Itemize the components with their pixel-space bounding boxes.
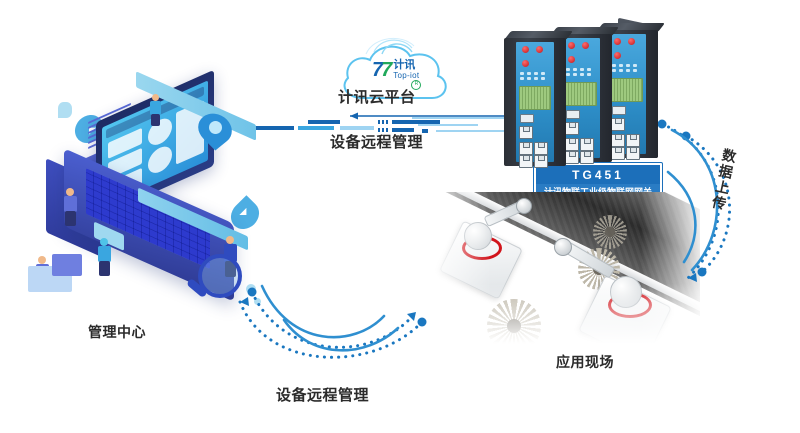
flow-arc-solid (666, 170, 697, 264)
data-upload-flow-arcs (657, 119, 731, 282)
remote-link-bars (222, 112, 522, 136)
flow-arc-solid (260, 284, 386, 339)
cloud-platform-title: 计讯云平台 (338, 89, 416, 106)
gateway-device-stack (500, 17, 680, 180)
logo-cn-text: 计讯 (393, 59, 416, 71)
factory-scene (432, 192, 700, 350)
trademark-icon: R (411, 80, 422, 90)
link-arrow-icon (350, 112, 522, 120)
logo-mark-icon: 77 (372, 59, 392, 81)
code-bubble-icon (52, 254, 82, 276)
cloud-icon (343, 37, 447, 99)
flow-arc-solid (282, 318, 400, 352)
remote-flow-label: 设备远程管理 (276, 387, 370, 404)
flow-arc-dotted (238, 300, 424, 359)
top-iot-logo: 77 计讯 Top-iot R (372, 59, 422, 90)
management-center-title: 管理中心 (88, 324, 146, 340)
flow-arc-solid (670, 128, 719, 272)
person-icon (62, 188, 80, 228)
factory-scene-title: 应用现场 (556, 354, 614, 370)
remote-link-label: 设备远程管理 (330, 134, 424, 151)
gateway-device (504, 31, 574, 168)
person-icon (148, 94, 164, 128)
logo-en-text: Top-iot (393, 71, 420, 80)
flow-arc-dotted (250, 290, 418, 349)
flow-arc-dotted (684, 134, 731, 274)
device-model-text: TG451 (572, 168, 624, 182)
remote-management-flow-arcs (238, 284, 427, 359)
magnifier-icon (184, 254, 242, 306)
location-pin-icon (191, 107, 239, 151)
factory-fade-overlay (432, 192, 700, 350)
person-icon (96, 238, 114, 278)
cloud-platform-group: 77 计讯 Top-iot R (330, 36, 470, 108)
